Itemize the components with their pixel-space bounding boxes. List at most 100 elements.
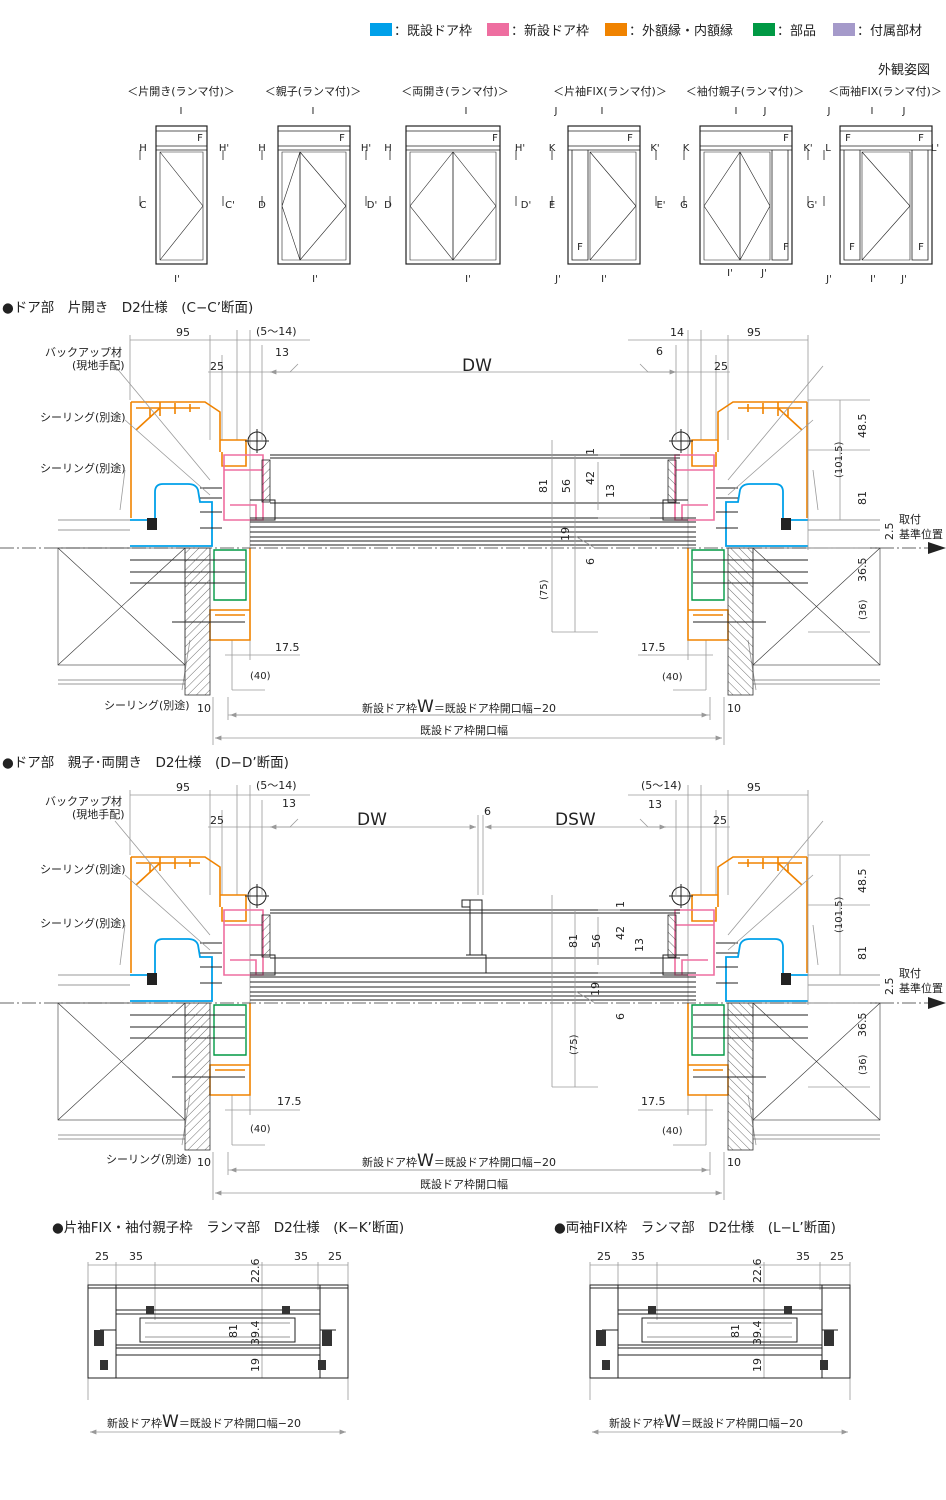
- dim-17-5-right: 17.5: [641, 641, 666, 654]
- dim-19: 19: [589, 982, 602, 996]
- section-marker: F: [849, 242, 855, 253]
- dim-81: 81: [537, 479, 550, 493]
- dim-13: 13: [275, 346, 289, 359]
- frame-outline: [277, 125, 351, 265]
- dim-6: 6: [656, 345, 663, 358]
- new-frame-width-formula: 新設ドア枠W＝既設ドア枠開口幅−20: [362, 1151, 556, 1171]
- dim-5-14: (5〜14): [256, 779, 297, 792]
- section-double-door: ●ドア部 親子･両開き D2仕様 (D−D’断面) バックアップ材 (現地手配)…: [0, 755, 946, 1200]
- dim-42: 42: [614, 926, 627, 940]
- dim-95-right: 95: [747, 326, 761, 339]
- transom-section-drawing: [88, 1262, 348, 1432]
- section-marker: F: [918, 133, 924, 144]
- section-marker: K': [650, 143, 659, 154]
- legend-label: ：部品: [777, 24, 816, 39]
- legend: ：既設ドア枠 ：新設ドア枠 ：外額縁・内額縁 ：部品 ：付属部材: [370, 23, 922, 39]
- left-frame-section: [57, 329, 311, 696]
- legend-item-existing-frame: ：既設ドア枠: [370, 23, 472, 39]
- sidelight: [911, 150, 929, 261]
- note-sealing: シーリング(別途): [40, 410, 126, 424]
- section-marker: J: [554, 106, 558, 117]
- section-marker: I: [465, 106, 468, 117]
- dim-5-14-right: (5〜14): [641, 779, 682, 792]
- section-marker: K: [549, 143, 556, 154]
- section-marker: H': [515, 143, 525, 154]
- section-marker: G: [680, 200, 688, 211]
- section-single-door: ●ドア部 片開き D2仕様 (C−C’断面) バックアップ材 (現地手配) シー…: [0, 300, 946, 745]
- section-marker: I: [601, 106, 604, 117]
- dim-56: 56: [560, 479, 573, 493]
- elevation-label: ＜親子(ランマ付)＞: [265, 85, 362, 98]
- dim-81-right: 81: [856, 491, 869, 505]
- section-marker: J': [900, 274, 907, 285]
- dim-81: 81: [227, 1324, 240, 1338]
- note-backup-sub: (現地手配): [72, 358, 125, 372]
- note-sealing: シーリング(別途): [40, 916, 126, 930]
- new-frame-width-formula: 新設ドア枠W＝既設ドア枠開口幅−20: [609, 1412, 803, 1432]
- section-title: ●ドア部 片開き D2仕様 (C−C’断面): [2, 300, 253, 316]
- section-marker: H': [361, 143, 371, 154]
- section-transom-l: ●両袖FIX枠 ランマ部 D2仕様 (L−L’断面) 25 35 35 25 2…: [554, 1220, 850, 1432]
- dim-dw: DW: [462, 356, 492, 376]
- door-leaf: [159, 151, 204, 261]
- door-leaf: [409, 151, 454, 261]
- door-leaf: [703, 151, 741, 261]
- section-marker: I: [180, 106, 183, 117]
- dim-25-right: 25: [714, 360, 728, 373]
- left-frame-section: [57, 784, 311, 1151]
- dim-35-right: 35: [796, 1250, 810, 1263]
- legend-item-new-frame: ：新設ドア枠: [487, 23, 589, 39]
- dim-35: 35: [631, 1250, 645, 1263]
- section-transom-k: ●片袖FIX・袖付親子枠 ランマ部 D2仕様 (K−K’断面) 25 35 35…: [52, 1220, 404, 1432]
- dim-19: 19: [249, 1358, 262, 1372]
- elevation-label: ＜片袖FIX(ランマ付)＞: [553, 84, 667, 98]
- dim-10-right: 10: [727, 1156, 741, 1169]
- door-leaf: [281, 151, 301, 261]
- section-marker: F: [783, 242, 789, 253]
- section-marker: J: [763, 106, 767, 117]
- dim-17-5: 17.5: [277, 1095, 302, 1108]
- section-marker: J': [825, 274, 832, 285]
- dim-95: 95: [176, 326, 190, 339]
- section-marker: F: [492, 133, 498, 144]
- legend-item-casing: ：外額縁・内額縁: [605, 23, 733, 39]
- frame-outline: [567, 125, 641, 265]
- frame-outline: [699, 125, 793, 265]
- dim-48-5: 48.5: [856, 869, 869, 894]
- dim-39-4: 39.4: [751, 1321, 764, 1346]
- dim-101-5: (101.5): [834, 441, 845, 478]
- section-marker: K': [803, 143, 812, 154]
- dim-1: 1: [614, 901, 627, 908]
- dim-25: 25: [210, 360, 224, 373]
- dim-25-right: 25: [830, 1250, 844, 1263]
- dim-81-right: 81: [856, 946, 869, 960]
- section-marker: I': [465, 274, 471, 285]
- section-title: ●片袖FIX・袖付親子枠 ランマ部 D2仕様 (K−K’断面): [52, 1220, 404, 1236]
- dim-19: 19: [751, 1358, 764, 1372]
- section-marker: F: [783, 133, 789, 144]
- dim-40-right: (40): [662, 672, 683, 683]
- section-marker: I': [312, 274, 318, 285]
- dim-10: 10: [197, 1156, 211, 1169]
- dim-2-5: 2.5: [883, 523, 896, 541]
- section-marker: I: [312, 106, 315, 117]
- door-leaf: [589, 151, 637, 261]
- elevation-label: ＜両開き(ランマ付)＞: [401, 85, 509, 98]
- dim-25: 25: [210, 814, 224, 827]
- door-leaf: [452, 151, 497, 261]
- dim-75: (75): [539, 579, 550, 600]
- dim-48-5: 48.5: [856, 414, 869, 439]
- dim-22-6: 22.6: [249, 1259, 262, 1284]
- sidelight: [843, 150, 861, 261]
- dim-10: 10: [197, 702, 211, 715]
- section-marker: J: [902, 106, 906, 117]
- dim-dw: DW: [357, 810, 387, 830]
- transom-section-drawing: [590, 1262, 850, 1432]
- dim-81: 81: [729, 1324, 742, 1338]
- label-mount: 取付: [899, 967, 921, 980]
- dim-36: (36): [858, 599, 869, 620]
- frame-outline: [405, 125, 501, 265]
